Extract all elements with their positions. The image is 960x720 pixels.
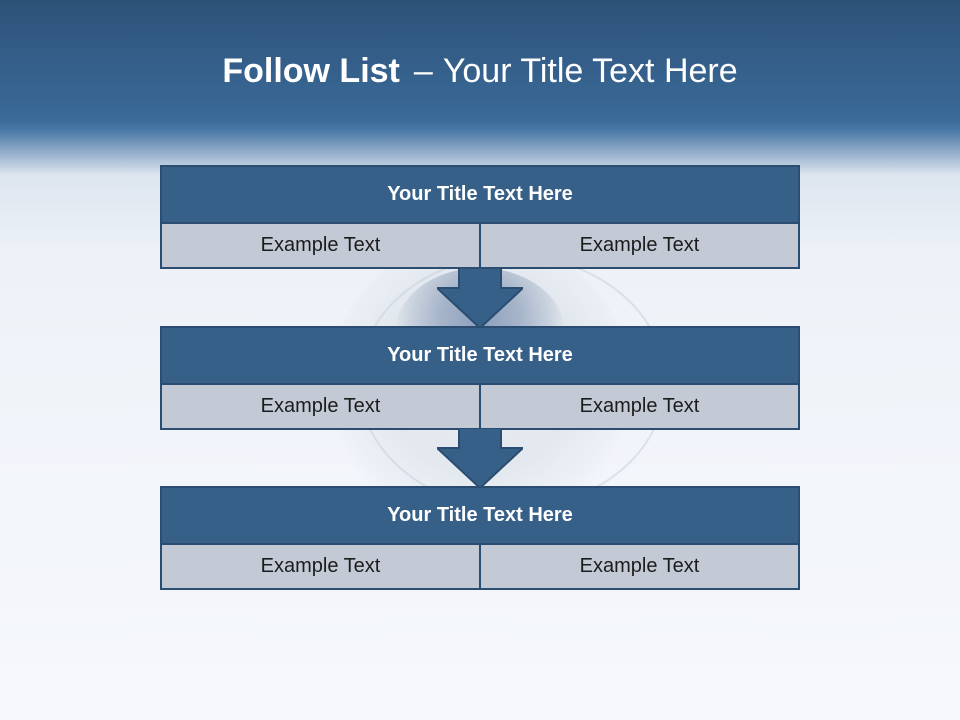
block-cell-right: Example Text xyxy=(481,224,798,267)
block-cell-right: Example Text xyxy=(481,545,798,588)
slide-title-rest: Your Title Text Here xyxy=(442,52,738,90)
slide-title-bold: Follow List xyxy=(222,52,400,90)
block-cell-right: Example Text xyxy=(481,385,798,428)
block-cell-left: Example Text xyxy=(162,385,479,428)
down-arrow-icon xyxy=(437,428,523,490)
down-arrow-icon xyxy=(437,268,523,330)
slide-title-separator: – xyxy=(413,52,433,90)
block-title: Your Title Text Here xyxy=(162,488,798,543)
list-block-1: Your Title Text Here Example Text Exampl… xyxy=(160,165,800,269)
block-title: Your Title Text Here xyxy=(162,167,798,222)
block-cell-left: Example Text xyxy=(162,545,479,588)
block-title: Your Title Text Here xyxy=(162,328,798,383)
list-block-3: Your Title Text Here Example Text Exampl… xyxy=(160,486,800,590)
list-block-2: Your Title Text Here Example Text Exampl… xyxy=(160,326,800,430)
slide-title: Follow List–Your Title Text Here xyxy=(0,52,960,91)
block-cell-left: Example Text xyxy=(162,224,479,267)
